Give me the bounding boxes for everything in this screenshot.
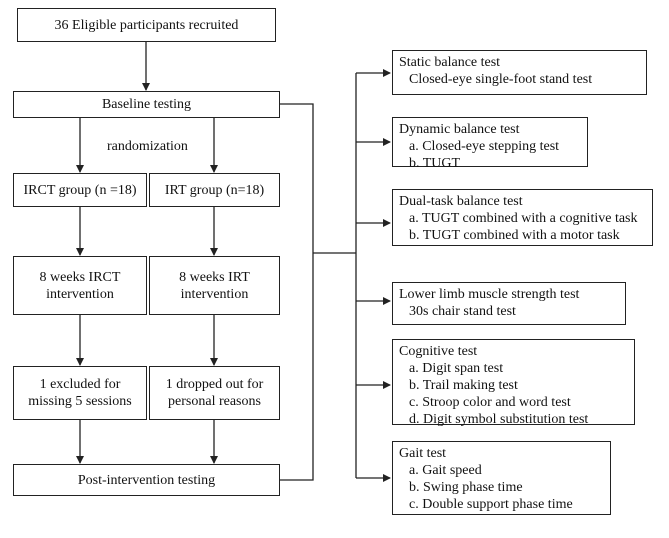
- irct-group-label: IRCT group (n =18): [23, 182, 137, 198]
- irct-excluded-line2: missing 5 sessions: [28, 394, 132, 409]
- test-item: a. Digit span test: [409, 361, 504, 376]
- test-title: Cognitive test: [399, 344, 478, 359]
- test-title: Static balance test: [399, 55, 501, 70]
- test-item: 30s chair stand test: [409, 304, 516, 319]
- test-box-static-balance: Static balance test Closed-eye single-fo…: [392, 50, 647, 95]
- irct-intervention-box: 8 weeks IRCT intervention: [13, 256, 147, 315]
- post-intervention-box: Post-intervention testing: [13, 464, 280, 496]
- test-item: b. Swing phase time: [409, 480, 523, 495]
- test-title: Dual-task balance test: [399, 194, 523, 209]
- test-item: a. TUGT combined with a cognitive task: [409, 211, 638, 226]
- test-item: b. TUGT combined with a motor task: [409, 228, 620, 243]
- test-title: Lower limb muscle strength test: [399, 287, 580, 302]
- test-box-dual-task-balance: Dual-task balance test a. TUGT combined …: [392, 189, 653, 246]
- baseline-label: Baseline testing: [101, 97, 192, 112]
- bracket-tests-connector: [280, 103, 314, 481]
- irt-group-label: IRT group (n=18): [164, 182, 265, 198]
- post-intervention-label: Post-intervention testing: [77, 472, 216, 488]
- test-box-cognitive: Cognitive test a. Digit span test b. Tra…: [392, 339, 635, 427]
- irct-group-box: IRCT group (n =18): [13, 173, 147, 207]
- test-box-gait: Gait test a. Gait speed b. Swing phase t…: [392, 441, 611, 515]
- test-item: a. Closed-eye stepping test: [409, 139, 560, 154]
- baseline-box: Baseline testing: [13, 91, 280, 118]
- irt-intervention-line2: intervention: [180, 286, 249, 302]
- randomization-label: randomization: [107, 139, 188, 154]
- irt-group-box: IRT group (n=18): [149, 173, 280, 207]
- test-item: a. Gait speed: [409, 463, 482, 478]
- irt-dropped-line2: personal reasons: [168, 394, 261, 409]
- test-title: Dynamic balance test: [399, 122, 520, 137]
- recruited-box: 36 Eligible participants recruited: [17, 8, 276, 42]
- irct-intervention-line1: 8 weeks IRCT: [39, 269, 121, 285]
- irt-intervention-line1: 8 weeks IRT: [179, 269, 250, 285]
- test-item: b. TUGT: [409, 156, 461, 171]
- test-item: c. Double support phase time: [409, 497, 573, 512]
- test-box-muscle-strength: Lower limb muscle strength test 30s chai…: [392, 282, 626, 325]
- recruited-label: 36 Eligible participants recruited: [54, 17, 239, 33]
- test-title: Gait test: [399, 446, 447, 461]
- test-item: b. Trail making test: [409, 378, 518, 393]
- irct-excluded-line1: 1 excluded for: [39, 377, 121, 392]
- irct-excluded-box: 1 excluded for missing 5 sessions: [13, 366, 147, 420]
- irt-intervention-box: 8 weeks IRT intervention: [149, 256, 280, 315]
- test-item: Closed-eye single-foot stand test: [409, 72, 593, 87]
- irt-dropped-line1: 1 dropped out for: [165, 377, 264, 392]
- irct-intervention-line2: intervention: [46, 286, 114, 302]
- test-item: d. Digit symbol substitution test: [409, 412, 589, 427]
- irt-dropped-box: 1 dropped out for personal reasons: [149, 366, 280, 420]
- test-item: c. Stroop color and word test: [409, 395, 571, 410]
- test-box-dynamic-balance: Dynamic balance test a. Closed-eye stepp…: [392, 117, 588, 171]
